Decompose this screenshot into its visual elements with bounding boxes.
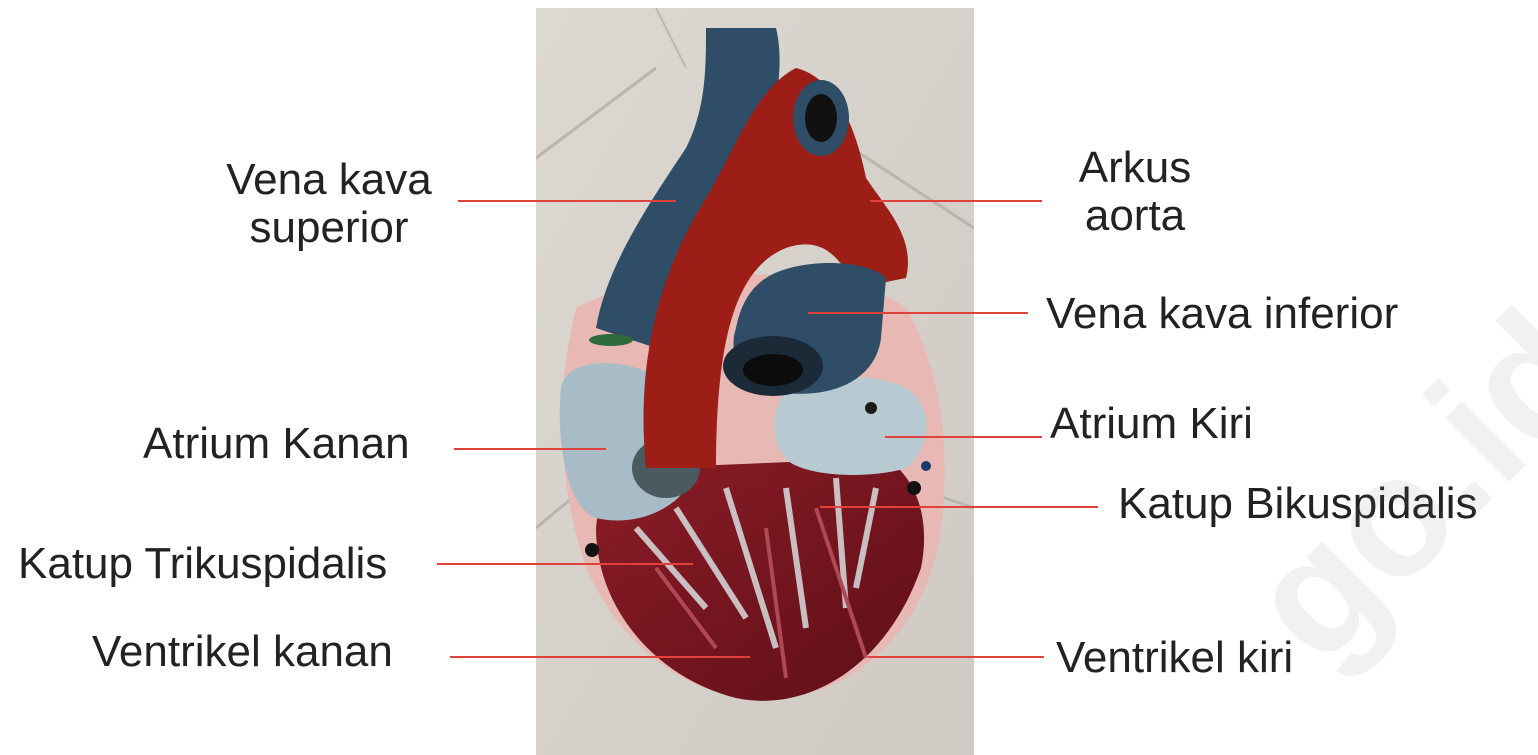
leader-line-atrium-kanan [454,448,606,450]
leader-line-arkus-aorta [870,200,1042,202]
label-katup-trikuspidalis: Katup Trikuspidalis [18,540,387,588]
label-vena-kava-superior-line1: Vena kava [200,156,458,204]
label-vena-kava-superior: Vena kava superior [200,156,458,252]
leader-line-ventrikel-kanan [450,656,750,658]
label-arkus-aorta-line1: Arkus [1050,144,1220,192]
leader-line-katup-trikuspidalis [437,563,693,565]
leader-line-katup-bikuspidalis [820,506,1098,508]
label-ventrikel-kiri: Ventrikel kiri [1056,634,1293,682]
leader-line-ventrikel-kiri [868,656,1044,658]
label-atrium-kiri: Atrium Kiri [1050,400,1253,448]
label-atrium-kanan: Atrium Kanan [143,420,410,468]
label-ventrikel-kanan: Ventrikel kanan [92,628,393,676]
leader-line-atrium-kiri [885,436,1042,438]
leader-line-vena-kava-superior [458,200,676,202]
label-vena-kava-inferior: Vena kava inferior [1046,290,1398,338]
heart-model-image [536,8,974,755]
leader-line-vena-kava-inferior [808,312,1028,314]
label-vena-kava-superior-line2: superior [200,204,458,252]
label-arkus-aorta-line2: aorta [1050,192,1220,240]
label-arkus-aorta: Arkus aorta [1050,144,1220,240]
